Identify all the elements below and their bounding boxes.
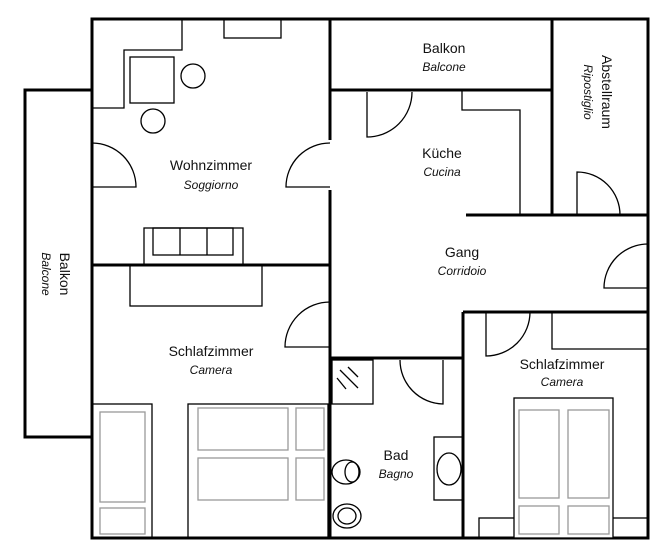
- bad-label-it: Bagno: [379, 467, 414, 481]
- gang-label: Gang: [445, 244, 479, 260]
- balkon-top-label: Balkon: [423, 40, 466, 56]
- bathroom-furniture: [331, 359, 464, 529]
- living-room-furniture: [91, 18, 331, 266]
- schlafzimmer-left-label: Schlafzimmer: [169, 343, 254, 359]
- left-bedroom-furniture: [91, 264, 331, 539]
- gang-label-it: Corridoio: [438, 264, 487, 278]
- kueche-label-it: Cucina: [423, 165, 461, 179]
- wohnzimmer-label-it: Soggiorno: [184, 178, 239, 192]
- wohnzimmer-label: Wohnzimmer: [170, 157, 253, 173]
- schlafzimmer-left-label-it: Camera: [190, 363, 233, 377]
- abstellraum-label-it: Ripostiglio: [581, 64, 595, 120]
- schlafzimmer-right-label-it: Camera: [541, 375, 584, 389]
- balkon-left-label-it: Balcone: [39, 252, 53, 296]
- balkon-top-label-it: Balcone: [422, 60, 466, 74]
- balkon-left-label: Balkon: [57, 253, 73, 296]
- kueche-label: Küche: [422, 145, 462, 161]
- bad-label: Bad: [384, 447, 409, 463]
- kitchen-furniture: [366, 90, 649, 289]
- schlafzimmer-right-label: Schlafzimmer: [520, 356, 605, 372]
- right-bedroom-furniture: [478, 311, 649, 539]
- abstellraum-label: Abstellraum: [599, 55, 615, 129]
